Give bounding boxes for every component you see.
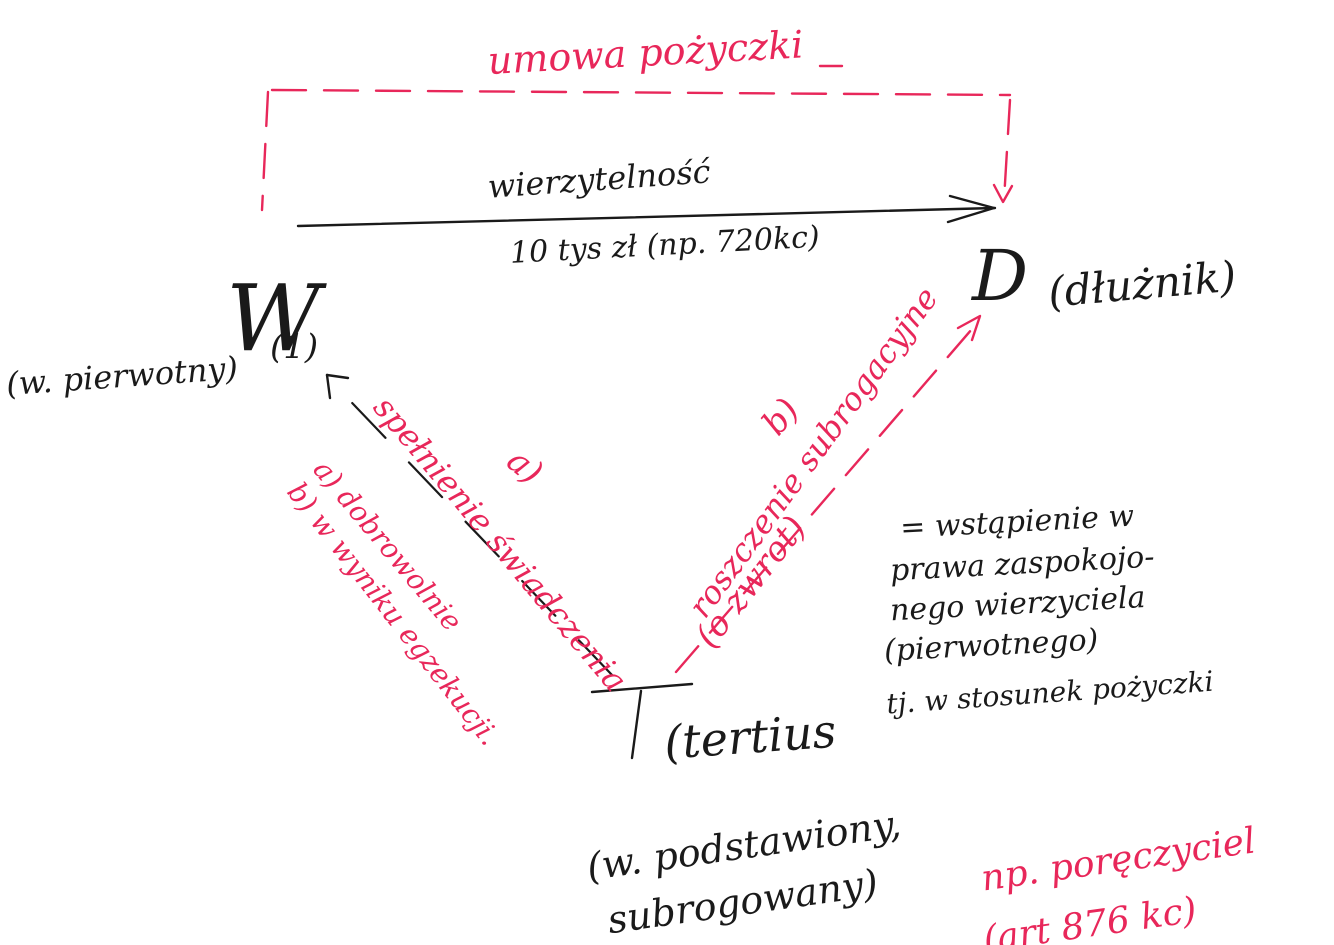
- example-line2: (art 876 kc): [981, 890, 1199, 945]
- loan-agreement-frame: [260, 64, 1014, 212]
- node-debtor: D (dłużnik): [970, 235, 1238, 317]
- definition-line5: tj. w stosunek pożyczki: [885, 665, 1214, 721]
- node-t-description: (tertius: [662, 704, 837, 770]
- performance-label-a: a): [499, 441, 550, 493]
- node-w-index: (1): [270, 327, 318, 367]
- node-tertius: (tertius (w. podstawiony, subrogowany): [584, 682, 904, 942]
- definition-line3: nego wierzyciela: [889, 580, 1146, 628]
- node-original-creditor: W (1) (w. pierwotny): [5, 265, 327, 403]
- claim-amount-label: 10 tys zł (np. 720kc): [509, 220, 820, 271]
- claim-label: wierzytelność: [487, 152, 712, 205]
- loan-agreement-label: umowa pożyczki: [487, 22, 805, 82]
- node-w-letter: W: [226, 265, 327, 372]
- definition-line4: (pierwotnego): [883, 622, 1099, 668]
- subrogation-claim-line: [674, 314, 982, 674]
- subrogation-label-b: b): [754, 391, 807, 444]
- definition-line1: = wstąpienie w: [899, 499, 1135, 546]
- node-d-description: (dłużnik): [1046, 252, 1238, 317]
- claim-arrow: [296, 194, 997, 228]
- guarantor-example-note: np. poręczyciel (art 876 kc): [979, 820, 1258, 945]
- example-line1: np. poręczyciel: [979, 820, 1258, 899]
- performance-line: [325, 373, 614, 677]
- node-d-letter: D: [970, 235, 1028, 317]
- node-w-description: (w. pierwotny): [5, 349, 239, 403]
- subrogation-definition-note: = wstąpienie w prawa zaspokojo- nego wie…: [883, 499, 1214, 721]
